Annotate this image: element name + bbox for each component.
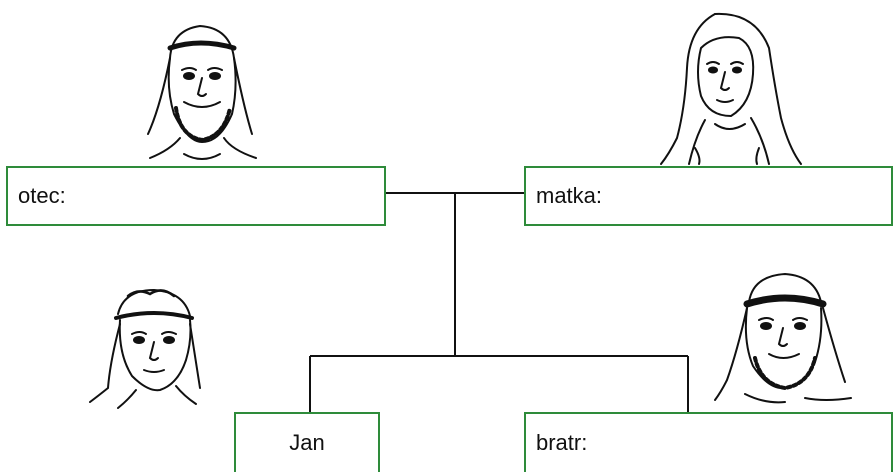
father-box: otec: [6,166,386,226]
mother-box: matka: [524,166,893,226]
mother-portrait [660,12,802,165]
bratr-label: bratr: [536,430,588,455]
father-portrait [147,24,257,160]
jan-portrait [89,288,201,409]
jan-box: Jan [234,412,380,472]
mother-label: matka: [536,183,603,208]
father-label: otec: [18,183,66,208]
bratr-box: bratr: [524,412,893,472]
bratr-portrait [714,272,852,404]
jan-label: Jan [289,430,325,455]
